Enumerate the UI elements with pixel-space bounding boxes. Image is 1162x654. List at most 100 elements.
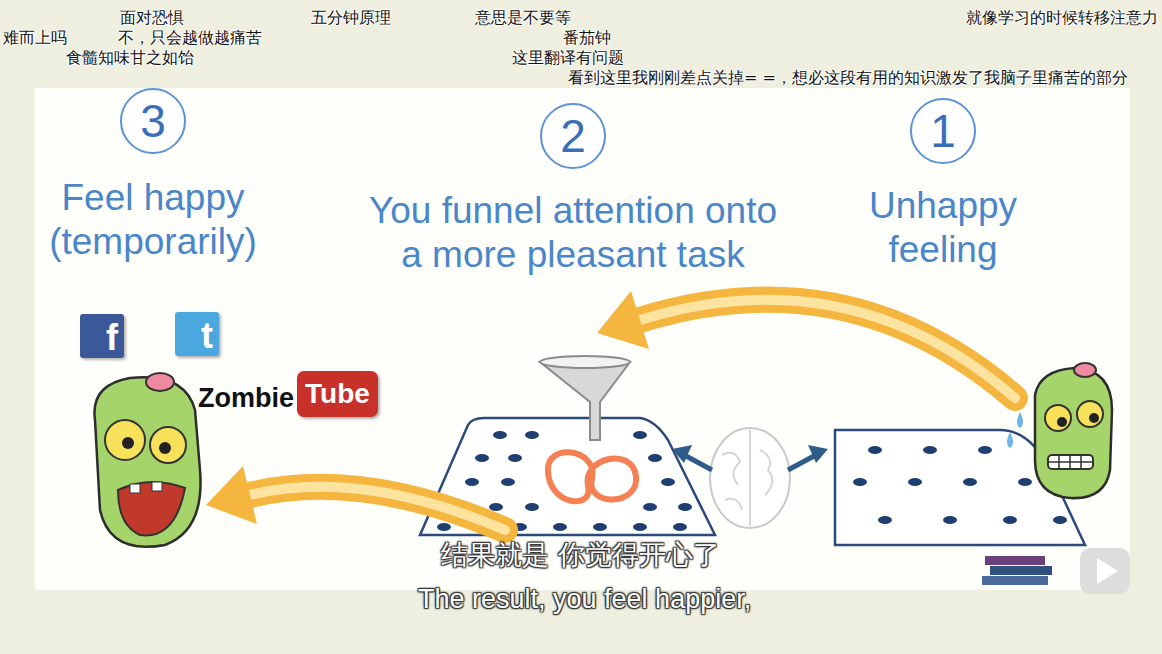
books	[982, 556, 1052, 585]
dot	[661, 478, 675, 486]
book	[990, 566, 1052, 575]
dot	[853, 478, 867, 486]
dot	[525, 503, 539, 511]
funnel-rim	[540, 356, 630, 368]
arrow-highlight	[250, 487, 505, 530]
sweat-drop	[1017, 412, 1023, 428]
arrow-head	[206, 466, 257, 524]
zombie-pupil	[159, 442, 171, 454]
subtitle-chinese: 结果就是 你觉得开心了	[441, 538, 720, 572]
dot	[978, 446, 992, 454]
attention-loop	[548, 452, 636, 501]
zombie-head	[94, 377, 200, 547]
danmaku-comment: 意思是不要等	[475, 8, 571, 28]
facebook-icon: f	[80, 314, 124, 358]
dot	[633, 523, 647, 531]
step-node: 1Unhappy feeling	[843, 98, 1043, 273]
sweat-drop	[1007, 432, 1013, 448]
brain-arrow	[686, 456, 712, 470]
zombie-pupil	[122, 437, 134, 449]
dot	[475, 454, 489, 462]
dot	[878, 516, 892, 524]
zombie-teeth-lines	[1048, 455, 1093, 469]
brain-arrow-head	[672, 445, 692, 463]
number-circle: 2	[540, 103, 606, 169]
icon-letter: t	[201, 316, 213, 356]
number-circle: 1	[910, 98, 976, 164]
zombie-teeth	[1048, 455, 1093, 469]
danmaku-comment: 这里翻译有问题	[512, 48, 624, 68]
brain-fold	[749, 430, 751, 526]
orange-arrow	[597, 291, 1015, 398]
zombie-brain	[146, 373, 174, 391]
book	[985, 556, 1045, 565]
zombie-pupil	[1057, 417, 1067, 427]
dot	[868, 446, 882, 454]
happy-zombie	[94, 373, 200, 547]
arrow-highlight	[640, 300, 1015, 398]
danmaku-comment: 看到这里我刚刚差点关掉= =，想必这段有用的知识激发了我脑子里痛苦的部分	[568, 68, 1128, 88]
danmaku-comment: 食髓知味甘之如饴	[66, 48, 194, 68]
danmaku-comment: 不，只会越做越痛苦	[118, 28, 262, 48]
dot	[525, 431, 539, 439]
dot	[553, 523, 567, 531]
dot	[465, 478, 479, 486]
dot	[943, 516, 957, 524]
zombie-pupil	[1089, 413, 1099, 423]
dot	[1053, 516, 1067, 524]
dot	[1003, 516, 1017, 524]
funnel-body	[540, 362, 630, 440]
zombie-mouth	[118, 482, 185, 535]
brain-arrow	[788, 456, 814, 470]
zombie-brain	[1074, 363, 1096, 377]
book	[982, 576, 1048, 585]
zombie-head	[1035, 368, 1112, 498]
dot	[1018, 478, 1032, 486]
step-heading: Feel happy (temporarily)	[23, 176, 283, 265]
callout-number: 2	[560, 113, 586, 159]
brand-word: Zombie	[198, 382, 294, 414]
zombie-eye	[105, 420, 145, 460]
danmaku-comment: 番茄钟	[563, 28, 611, 48]
arrow-shaft	[250, 487, 505, 530]
zombie-eye	[1077, 401, 1103, 427]
dot	[437, 523, 451, 531]
zombie-eye	[150, 427, 186, 463]
step-heading: You funnel attention onto a more pleasan…	[333, 189, 813, 278]
danmaku-comment: 难而上吗	[3, 28, 67, 48]
unhappy-zombie	[1007, 363, 1112, 498]
subtitle-english: The result, you feel happier,	[418, 582, 751, 616]
zombie-eye	[1045, 405, 1071, 431]
tube-badge: Tube	[297, 371, 378, 417]
danmaku-comment: 面对恐惧	[120, 8, 184, 28]
danmaku-comment: 五分钟原理	[311, 8, 391, 28]
badge-text: Tube	[305, 378, 370, 409]
orange-arrow	[206, 466, 505, 530]
dot	[633, 431, 647, 439]
play-button	[1080, 548, 1130, 594]
twitter-icon: t	[175, 312, 219, 356]
dot	[508, 454, 522, 462]
brain	[672, 428, 828, 528]
callout-number: 3	[140, 98, 166, 144]
dot	[493, 431, 507, 439]
funnel	[540, 356, 630, 440]
arrow-head	[597, 291, 649, 349]
dot	[673, 523, 687, 531]
dot	[501, 478, 515, 486]
dot	[908, 478, 922, 486]
brain-fold	[722, 450, 772, 510]
callout-number: 1	[930, 108, 956, 154]
step-node: 2You funnel attention onto a more pleasa…	[333, 103, 813, 278]
brain-arrow-head	[808, 445, 828, 463]
dot	[593, 523, 607, 531]
dot	[678, 503, 692, 511]
number-circle: 3	[120, 88, 186, 154]
step-node: 3Feel happy (temporarily)	[23, 88, 283, 265]
video-panel	[35, 88, 1130, 590]
arrow-shaft	[640, 300, 1015, 398]
zombie-tooth	[130, 484, 140, 493]
play-triangle	[1097, 558, 1118, 584]
dot	[648, 454, 662, 462]
